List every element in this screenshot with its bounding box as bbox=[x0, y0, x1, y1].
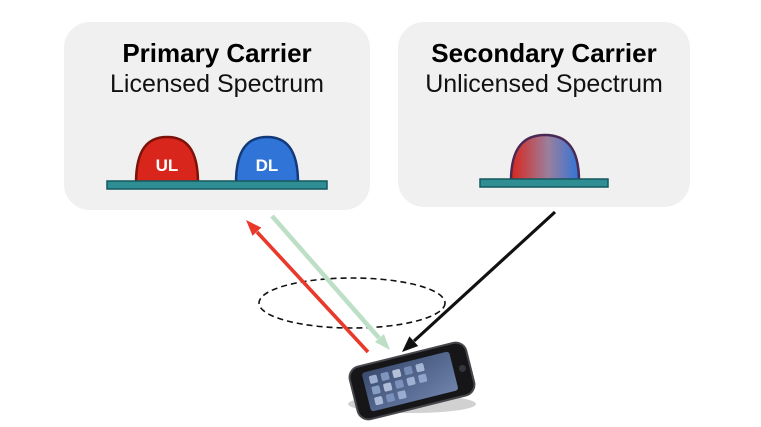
dl-spectrum-hump-icon bbox=[234, 135, 300, 185]
secondary-carrier-title: Secondary Carrier bbox=[431, 38, 657, 68]
secondary-downlink-arrow-icon bbox=[402, 210, 557, 352]
phone-screen-apps bbox=[368, 363, 428, 406]
shared-spectrum-hump-icon bbox=[509, 133, 581, 183]
spectrum-baseline bbox=[106, 180, 328, 190]
ul-spectrum-hump-icon bbox=[134, 135, 200, 185]
secondary-carrier-box: Secondary Carrier Unlicensed Spectrum bbox=[398, 22, 690, 207]
primary-spectrum-graphic: UL DL bbox=[106, 135, 328, 190]
phone-home-button bbox=[458, 364, 466, 372]
dl-label: DL bbox=[256, 156, 279, 175]
secondary-spectrum-graphic bbox=[479, 133, 609, 188]
smartphone-icon bbox=[348, 341, 476, 421]
secondary-carrier-subtitle: Unlicensed Spectrum bbox=[425, 70, 663, 99]
primary-carrier-title: Primary Carrier bbox=[122, 38, 312, 68]
phone-shadow bbox=[348, 395, 476, 413]
ul-label: UL bbox=[156, 156, 179, 175]
uplink-arrow-icon bbox=[246, 220, 370, 354]
aggregation-ellipse bbox=[258, 277, 446, 329]
downlink-arrow-icon bbox=[270, 214, 390, 350]
primary-carrier-box: Primary Carrier Licensed Spectrum UL DL bbox=[64, 22, 370, 210]
spectrum-baseline bbox=[479, 178, 609, 188]
primary-carrier-subtitle: Licensed Spectrum bbox=[109, 70, 324, 99]
